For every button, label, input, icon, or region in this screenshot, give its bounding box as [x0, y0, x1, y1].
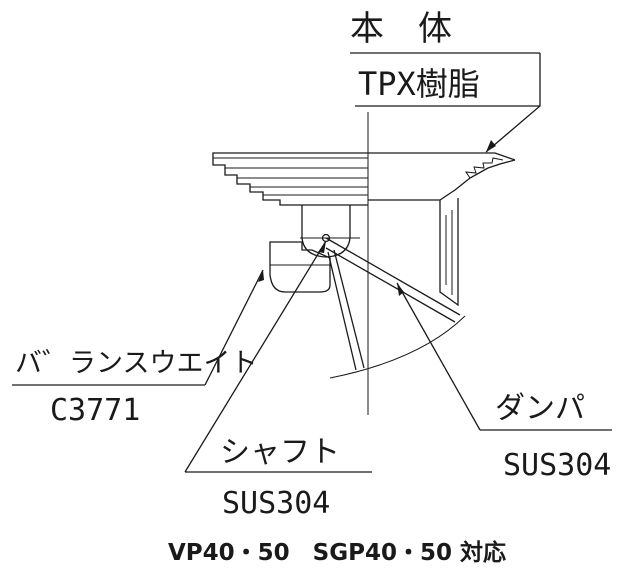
damper-swing-arc: [329, 315, 466, 379]
balance-weight: [269, 241, 331, 293]
damper-open-edge-2: [333, 249, 365, 369]
damper-name-label: ダンパ: [495, 391, 585, 426]
balance-weight-outline: [269, 241, 331, 293]
body-name-label: 本 体: [350, 9, 452, 49]
body-material-label: TPX樹脂: [358, 65, 480, 103]
flange-bottom: [368, 159, 516, 201]
hinge-housing: [300, 205, 360, 258]
damper-open-edge-1: [327, 251, 357, 371]
damper-flap: [325, 237, 466, 379]
balance-weight-name-label: バ゛ランスウエイト: [15, 348, 257, 379]
trap-body: [212, 152, 368, 206]
balance-weight-leader-arrow: [258, 270, 264, 282]
body-label-group: 本 体 TPX樹脂: [350, 9, 541, 153]
hinge-housing-outline: [301, 205, 351, 258]
balance-weight-label-group: バ゛ランスウエイト C3771: [12, 269, 264, 428]
body-step-outline: [212, 152, 368, 206]
body-leader-arrow: [486, 140, 496, 152]
trap-body-section: [368, 152, 516, 307]
damper-leader-arrow: [397, 283, 404, 296]
damper-label-group: ダンパ SUS304: [396, 282, 612, 483]
damper-material-label: SUS304: [503, 448, 611, 483]
flange-top: [368, 152, 516, 161]
damper-top-edge: [325, 237, 461, 316]
outer-wall: [439, 198, 459, 307]
shaft-label-group: シャフト SUS304: [184, 240, 372, 521]
balance-weight-leader: [204, 269, 264, 386]
shaft-material-label: SUS304: [222, 486, 330, 521]
body-leader-line: [485, 53, 541, 153]
shaft-name-label: シャフト: [220, 435, 340, 470]
caption: VP40・50 SGP40・50 対応: [168, 539, 506, 566]
shaft-leader: [184, 240, 327, 473]
damper-leader: [396, 282, 481, 431]
balance-weight-material-label: C3771: [50, 393, 140, 428]
flange-teeth: [464, 157, 504, 179]
shaft-leader-arrow: [318, 241, 326, 253]
damper-bottom-edge: [325, 247, 456, 323]
